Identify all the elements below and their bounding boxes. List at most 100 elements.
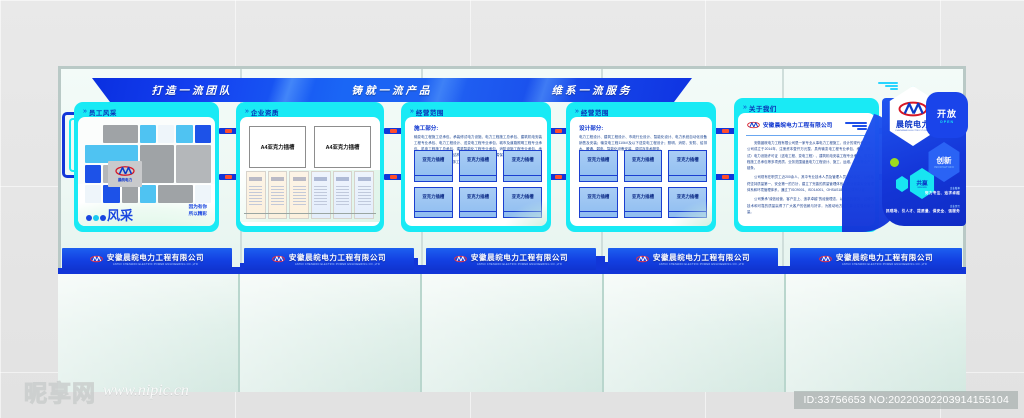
connector-dot [555,175,562,179]
footer-company-cn: 安徽晨皖电力工程有限公司 [288,253,387,262]
badge-dot [100,215,106,221]
glass-pane [58,272,240,392]
slot-label: 亚克力插槽 [676,157,699,162]
footer-text-block: 安徽晨皖电力工程有限公司 ANHUI CHENWAN ELECTRIC POWE… [836,252,933,266]
footer-bar: 安徽晨皖电力工程有限公司 ANHUI CHENWAN ELECTRIC POWE… [62,248,232,270]
photo-tile [103,185,120,203]
employee-slogan-line2: 所以精彩 [188,211,207,217]
company-spirit-tag: 企业精神 努力专注、追求卓越 [925,188,960,196]
panel-company-qualification[interactable]: » 企业资质 A4亚克力插槽 A4亚克力插槽 [236,102,384,232]
panel-business-scope-design[interactable]: » 经营范围 设计部分: 电力工程设计、建筑工程设计、市政行业设计、智能化设计、… [566,102,716,232]
badge-dot [93,215,99,221]
slot-label: 亚克力插槽 [467,193,489,199]
company-spirit-caption: 企业精神 [950,188,960,190]
company-logo-tile: 晨皖电力 [108,161,142,187]
slot-label: 亚克力插槽 [632,157,654,162]
a4-acrylic-slot[interactable]: A4亚克力插槽 [314,126,371,168]
about-paragraph-1: 安徽晨皖电力工程有限公司是一家专业从事电力工程施工、设计的现代化企业，公司成立于… [747,141,874,171]
deco-line [851,125,867,127]
footer-bar: 安徽晨皖电力工程有限公司 ANHUI CHENWAN ELECTRIC POWE… [244,248,414,270]
footer-company-cn: 安徽晨皖电力工程有限公司 [106,253,205,262]
green-dot-decoration [890,158,899,167]
acrylic-slot[interactable]: 亚克力插槽 [623,186,663,218]
panel-header: » 关于我们 [738,102,875,113]
corner-gradient-decoration [505,200,547,226]
photo-tile [194,185,211,203]
top-decorative-lines [878,82,898,92]
panel-connector [549,174,568,180]
acrylic-slot[interactable]: 亚克力插槽 [414,186,453,218]
small-hexagon-decoration [895,176,909,192]
certificate-image [246,171,266,219]
certificate-image [289,171,310,219]
chevron-right-icon: » [575,108,579,115]
photo-tile [176,125,193,143]
footer-company-en: ANHUI CHENWAN ELECTRIC POWER ENGINEERING… [476,263,563,266]
logo-caption: 晨皖电力 [117,178,133,182]
badge-open-cn: 开放 [936,108,957,119]
employee-slogan: 因为有你 所以精彩 [189,204,207,218]
panel-business-scope-construction[interactable]: » 经营范围 施工部分: 输变电工程施工总承包、承装修试电力设施、电力工程施工总… [401,102,551,232]
left-bracket-inner-decoration [69,118,77,172]
panel-connector [714,174,736,180]
acrylic-slot[interactable]: 亚克力插槽 [414,150,453,182]
slogan-2: 铸就一流产品 [351,85,433,97]
panel-body: 设计部分: 电力工程设计、建筑工程设计、市政行业设计、智能化设计、电力系统自动化… [570,117,712,226]
badge-dot [86,215,92,221]
footer-company-en: ANHUI CHENWAN ELECTRIC POWER ENGINEERING… [658,263,745,266]
a4-slot-row: A4亚克力插槽 A4亚克力插槽 [249,126,371,168]
scope-body-design: 电力工程设计、建筑工程设计、市政行业设计、智能化设计、电力系统自动化设备销售及安… [579,135,707,152]
about-company-name-row: 安徽晨皖电力工程有限公司 [747,121,833,129]
badge-dots [86,215,106,221]
certificate-image [311,171,331,219]
corner-gradient-decoration [670,200,712,226]
deco-line [857,128,867,130]
deco-line [878,82,898,84]
company-purpose-caption: 企业宗旨 [950,206,960,208]
acrylic-slot[interactable]: 亚克力插槽 [503,150,542,182]
about-paragraph-3: 公司秉承"诚信经营、客户至上、追求卓越"的经营理念，以优质的服务、过硬的技术和可… [747,197,874,214]
deco-line [885,85,898,87]
photo-collage-grid [85,125,211,203]
footer-company-en: ANHUI CHENWAN ELECTRIC POWER ENGINEERING… [294,263,381,266]
watermark-url: www.nipic.cn [103,382,189,399]
chenwan-logo-icon [454,255,467,263]
company-spirit-text: 努力专注、追求卓越 [924,191,960,196]
photo-tile [158,185,193,203]
chevron-right-icon: » [245,108,249,115]
hero-brand-graphic: 晨皖电力 CHENWAN ELECTRIC POWER 开放 OPEN 创新 I… [842,80,968,236]
acrylic-slot[interactable]: 亚克力插槽 [458,150,498,182]
scope-sublabel-construction: 施工部分: [414,126,439,132]
panel-employee-showcase[interactable]: » 员工风采 [74,102,219,232]
decorative-lines [845,122,867,131]
panel-header: » 企业资质 [240,106,380,117]
slot-label: 亚克力插槽 [676,193,699,199]
acrylic-slot[interactable]: 亚克力插槽 [623,150,663,182]
logo-name-en: CHENWAN ELECTRIC POWER [895,130,931,132]
panel-connector [219,128,238,134]
acrylic-slot[interactable]: 亚克力插槽 [458,186,498,218]
deco-line [890,88,898,90]
slot-label: 亚克力插槽 [587,157,610,162]
footer-text-block: 安徽晨皖电力工程有限公司 ANHUI CHENWAN ELECTRIC POWE… [471,252,568,266]
connector-dot [555,129,562,133]
panel-title-about: 关于我们 [748,105,777,113]
image-id-label: ID:33756653 NO:20220302203914155104 [794,391,1018,409]
acrylic-slot[interactable]: 亚克力插槽 [579,186,618,218]
footer-company-cn: 安徽晨皖电力工程有限公司 [652,253,751,262]
lower-glass-partitions [58,272,966,392]
watermark-cn: 昵享网 [24,381,96,407]
chevron-right-icon: » [410,108,414,115]
connector-dot [390,129,397,133]
panel-connector [714,128,736,134]
certificate-image [267,171,288,219]
certificate-image [354,171,375,219]
acrylic-slot[interactable]: 亚克力插槽 [579,150,618,182]
photo-tile [103,125,138,143]
photo-tile [158,125,175,143]
a4-acrylic-slot[interactable]: A4亚克力插槽 [249,126,306,168]
acrylic-slot[interactable]: 亚克力插槽 [668,150,707,182]
photo-tile [176,145,211,183]
footer-company-en: ANHUI CHENWAN ELECTRIC POWER ENGINEERING… [841,263,928,266]
slot-label: 亚克力插槽 [467,157,489,162]
